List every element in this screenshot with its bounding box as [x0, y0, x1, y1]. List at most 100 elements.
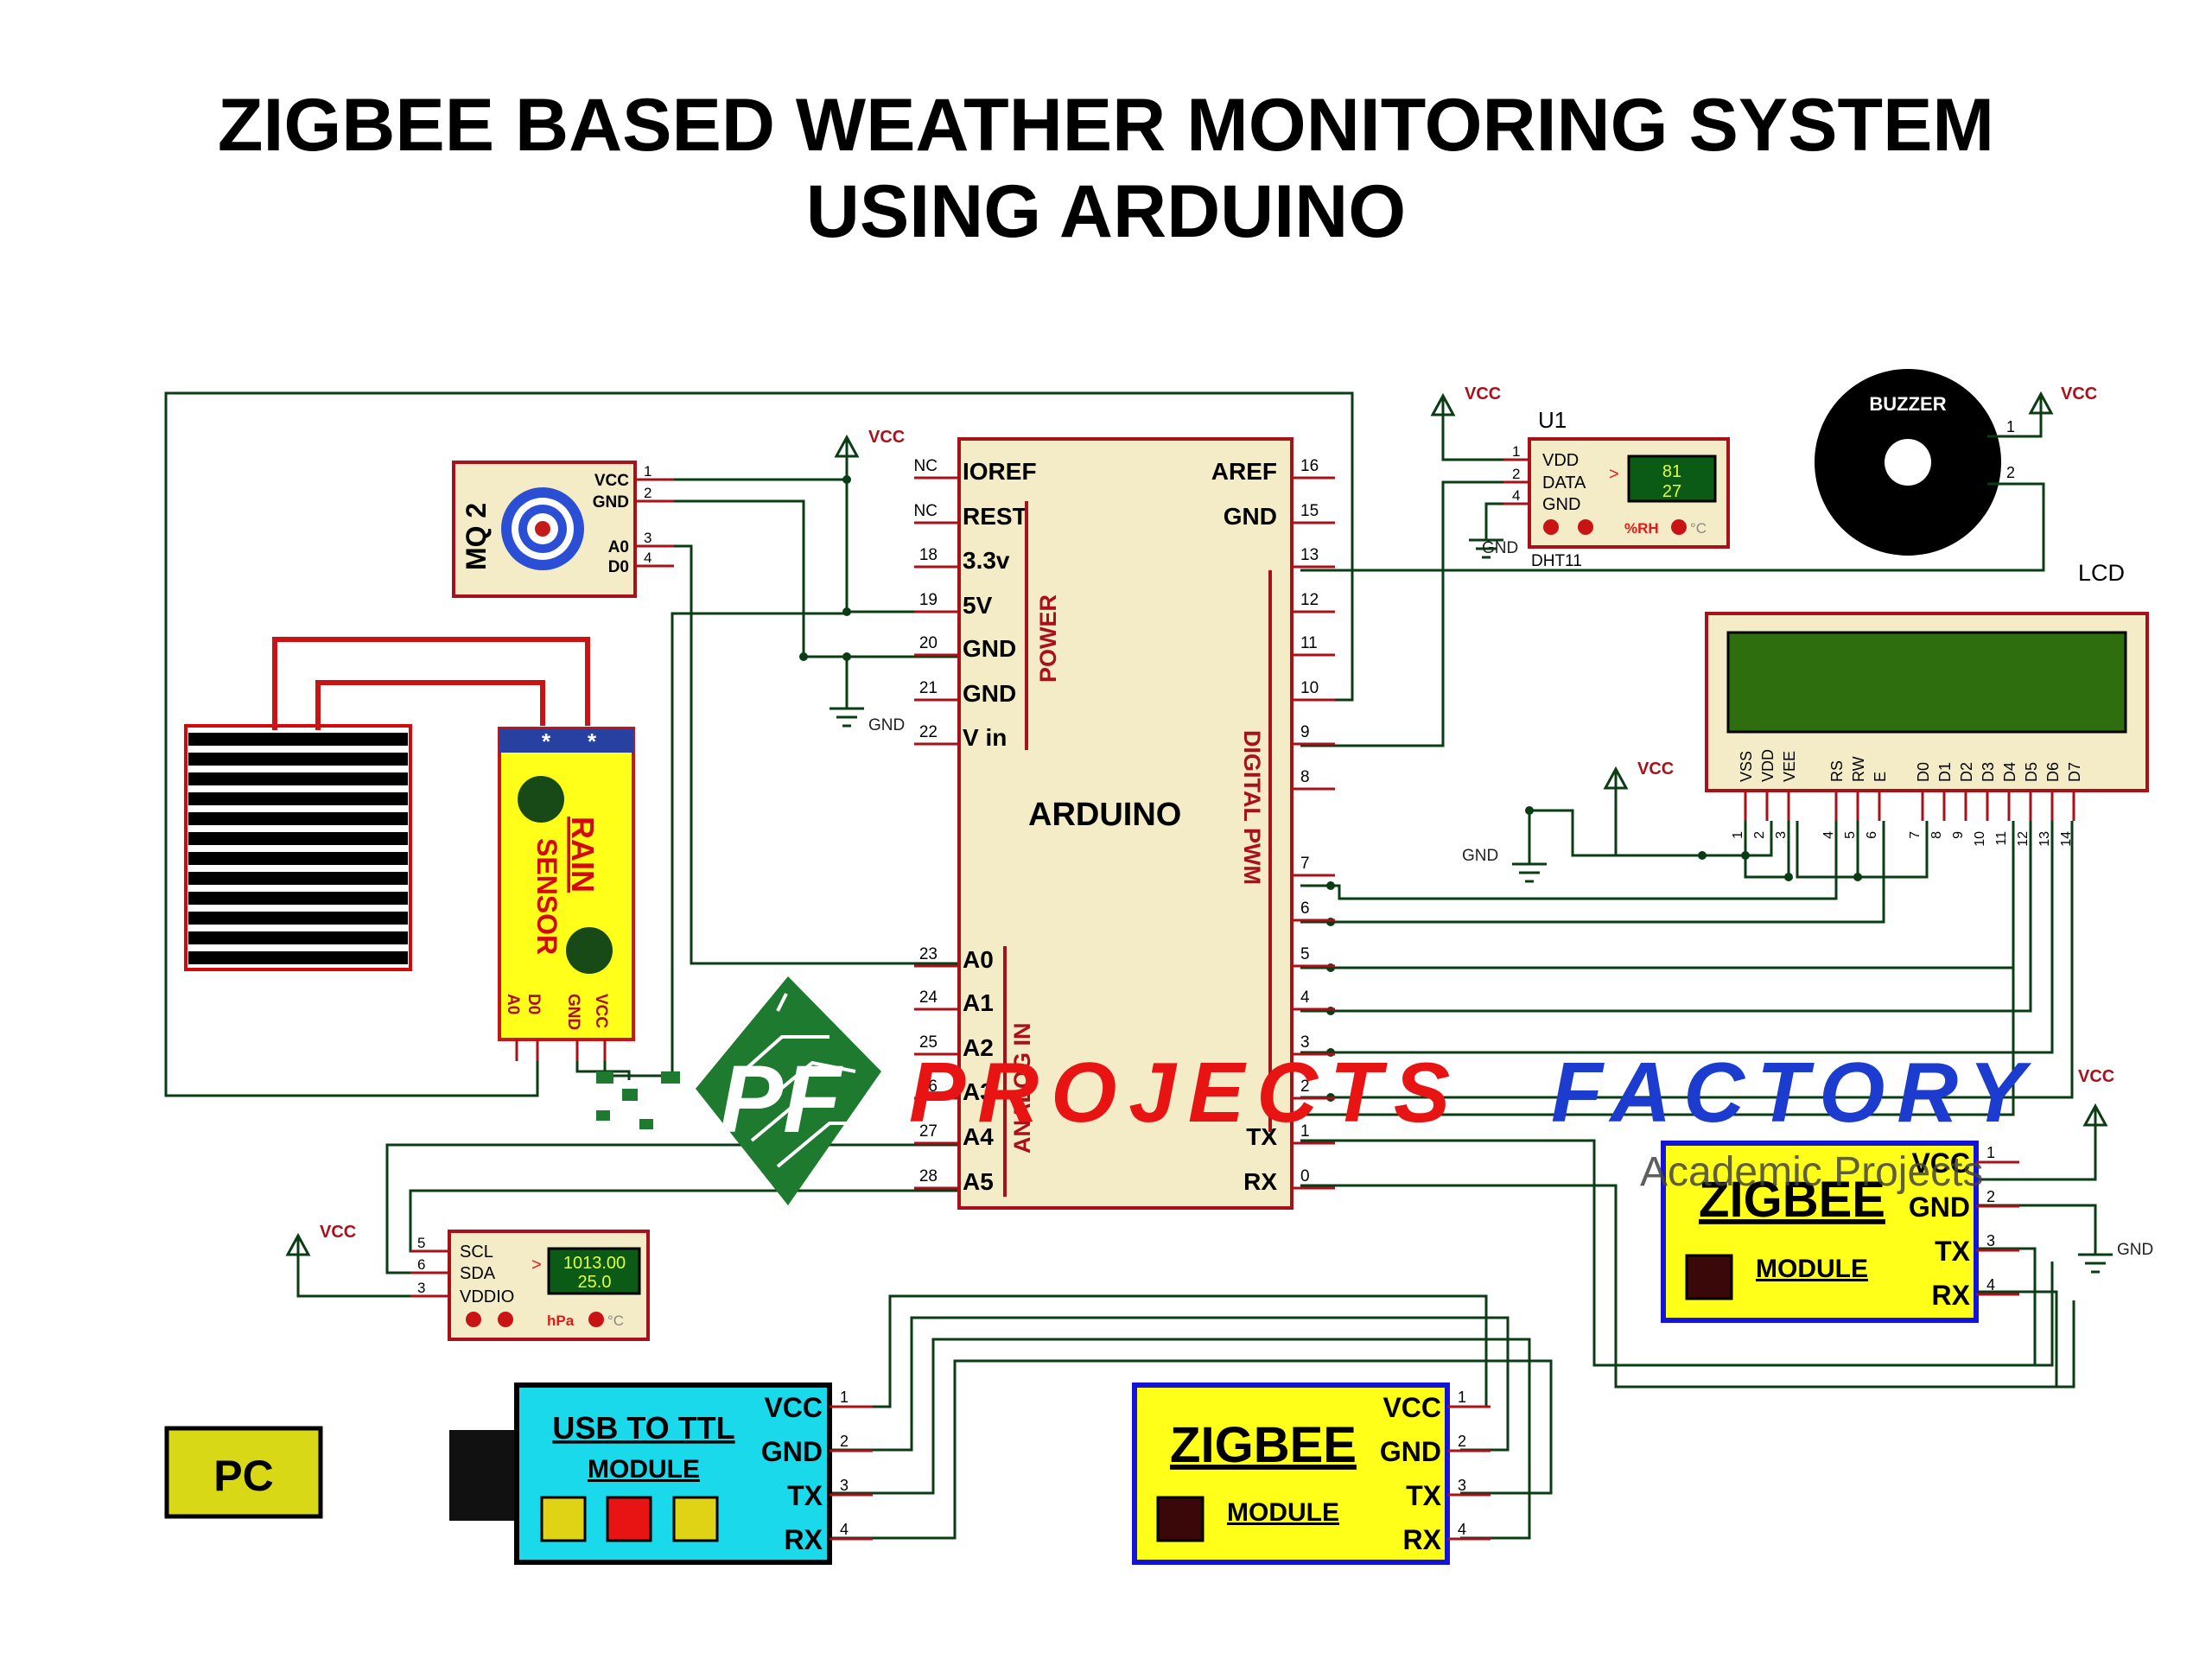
arduino-pin-name: 5V [963, 592, 993, 619]
buzzer: BUZZER 1 2 [1815, 369, 2026, 556]
pcb-trace [741, 993, 856, 1168]
wire-dht-vcc [1441, 415, 1525, 461]
arduino-pin-number: 12 [1300, 591, 1319, 609]
usb-led-icon [672, 1496, 719, 1542]
rain-lead-1 [272, 637, 590, 730]
usb-led-icon [606, 1496, 652, 1542]
dht-minus-icon [1671, 519, 1687, 535]
dht-arrow: > [1609, 465, 1619, 484]
rain-plate-stripes [188, 733, 408, 964]
module-pin-number: 2 [1458, 1433, 1466, 1450]
zigbee-right-subtitle: MODULE [1756, 1255, 1868, 1283]
rain-plate-stripe [188, 812, 408, 825]
arduino-pin-name: AREF [1211, 458, 1277, 485]
lcd-pin-number: 1 [1731, 831, 1745, 839]
arduino-pin-number: 6 [1300, 899, 1310, 918]
pc-body [164, 1426, 323, 1519]
dht-pin-number: 1 [1512, 443, 1520, 460]
wire-zig-gnd [1979, 1204, 2097, 1244]
arduino-pin-name: A3 [963, 1078, 994, 1105]
dht-humidity: 81 [1662, 462, 1681, 481]
arduino-pin-name: A1 [963, 989, 994, 1016]
usb-subtitle: MODULE [588, 1455, 700, 1484]
dht-button-icon [1578, 519, 1593, 535]
wire-lcd-d4 [1300, 821, 2015, 969]
rain-plate-stripe [188, 733, 408, 746]
wire-buzzer-vcc [2026, 406, 2043, 438]
ground-icon [1512, 860, 1547, 883]
pcb-dot [596, 1071, 613, 1084]
pcb-dot [596, 1110, 610, 1121]
arduino-pin-number: 4 [1300, 988, 1310, 1007]
pcb-logo-icon: PF [596, 976, 881, 1205]
arduino-pin-number: 19 [919, 591, 938, 609]
lcd-pin-number: 13 [2037, 831, 2052, 847]
junction-dot [1698, 851, 1707, 860]
lcd-pin-number: 4 [1821, 831, 1836, 839]
arduino-pin-number: 23 [919, 945, 938, 963]
buzzer-hole [1885, 439, 1931, 486]
rain-plate-stripe [188, 753, 408, 766]
dht-pin-number: 4 [1512, 487, 1520, 504]
lcd-pin-number: 6 [1865, 831, 1879, 839]
arduino-pin-number: 27 [919, 1122, 938, 1141]
dht-ref: U1 [1538, 407, 1567, 433]
arduino-pin-number: 8 [1300, 768, 1310, 786]
rain-plate-stripe [188, 931, 408, 944]
ground-icon [2078, 1244, 2113, 1274]
wire-zig-tx [1979, 1247, 2037, 1365]
arduino-pin-number: 26 [919, 1077, 938, 1096]
arduino-pin-name: GND [1224, 503, 1277, 530]
bmp-pin-name: SCL [460, 1243, 493, 1262]
wire-lcd-vdd [1614, 782, 1773, 857]
rain-module-body [498, 727, 635, 1041]
dht-unit-rh: %RH [1624, 520, 1659, 537]
lcd-pin-number: 8 [1929, 831, 1944, 839]
gnd-label: GND [1462, 847, 1498, 865]
arduino-pin-number: 7 [1300, 855, 1310, 873]
bmp-button-icon [466, 1312, 481, 1327]
vcc-arrow-icon [1430, 392, 1456, 416]
arduino-pin-number: 18 [919, 546, 938, 564]
arduino-pin-number: 13 [1300, 546, 1319, 564]
lcd-pin-name: D1 [1936, 762, 1954, 782]
pcb-dot [639, 1119, 653, 1129]
wire-lcd-vss [1744, 821, 1790, 879]
lcd-pins: VSS1VDD2VEE3RS4RW5E6D07D18D29D310D411D51… [1731, 749, 2083, 847]
module-pin-name: VCC [1382, 1392, 1441, 1423]
mq2-pin-number: 2 [644, 485, 652, 501]
bmp-unit-c: °C [607, 1313, 624, 1329]
pcb-dot [622, 1089, 638, 1101]
dht-pin-name: VDD [1542, 451, 1579, 470]
bmp-pin-name: SDA [460, 1264, 496, 1283]
module-pin-number: 1 [1458, 1389, 1466, 1406]
arduino-pin-name: 3.3v [963, 547, 1010, 574]
module-pin-number: 1 [1986, 1144, 1995, 1161]
arduino-pin-number: 21 [919, 679, 938, 697]
arduino-pin-name: IOREF [963, 458, 1037, 485]
pcb-logo-shape [696, 976, 881, 1205]
module-pin-name: GND [1909, 1192, 1970, 1223]
module-pin-name: VCC [764, 1392, 823, 1423]
wire-zig-rx [1979, 1290, 2058, 1387]
gnd-label: GND [1482, 539, 1518, 557]
wire-tx-right [1300, 1139, 2054, 1367]
junction-dot [842, 652, 851, 661]
wire-rain-d0 [164, 391, 1354, 1097]
bmp-pressure: 1013.00 [563, 1254, 626, 1273]
bmp-pin-name: VDDIO [460, 1287, 514, 1306]
power-symbols [285, 391, 2113, 1274]
module-pin-name: RX [1932, 1280, 1971, 1311]
mq2-pin-number: 3 [644, 530, 652, 546]
lcd-pin-name: VEE [1781, 751, 1798, 782]
rain-plate-stripe [188, 792, 408, 805]
watermark-factory: FACTORY [1551, 1045, 2037, 1140]
vcc-arrow-icon [2082, 1103, 2108, 1127]
projects-factory-watermark: PF PROJECTS FACTORY Academic Projects [596, 976, 2037, 1205]
module-pin-name: TX [787, 1480, 823, 1511]
wire-usb-tx [830, 1338, 1531, 1540]
